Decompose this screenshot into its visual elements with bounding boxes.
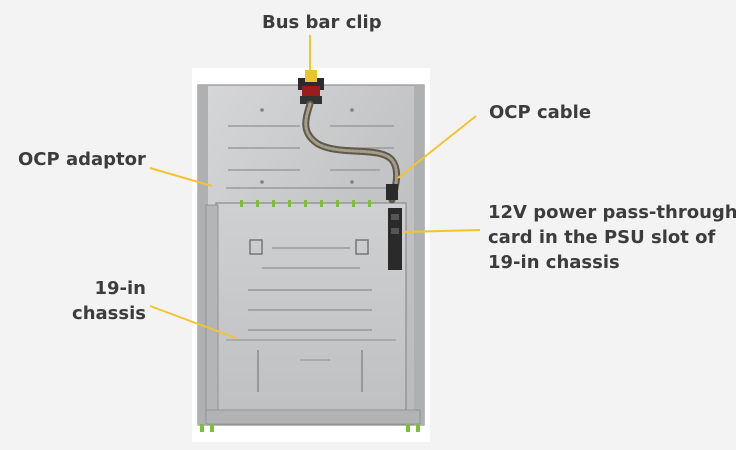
bus-bar-clip bbox=[298, 70, 324, 104]
label-chassis: 19-in chassis bbox=[60, 276, 146, 326]
label-chassis-line1: 19-in bbox=[94, 278, 146, 299]
label-bus-bar-clip: Bus bar clip bbox=[262, 12, 382, 33]
label-power-card-line3: 19-in chassis bbox=[488, 252, 620, 273]
ocp-cable-connector bbox=[386, 184, 398, 200]
label-chassis-line2: chassis bbox=[72, 303, 146, 324]
power-pass-through-card bbox=[388, 208, 402, 270]
label-power-card-line1: 12V power pass-through bbox=[488, 202, 736, 223]
label-ocp-cable: OCP cable bbox=[489, 102, 592, 123]
label-power-card: 12V power pass-through card in the PSU s… bbox=[488, 200, 736, 275]
ocp-adaptor-tray bbox=[200, 200, 421, 432]
leader-lines bbox=[149, 35, 481, 339]
label-power-card-line2: card in the PSU slot of bbox=[488, 227, 716, 248]
label-ocp-adaptor: OCP adaptor bbox=[18, 149, 146, 170]
